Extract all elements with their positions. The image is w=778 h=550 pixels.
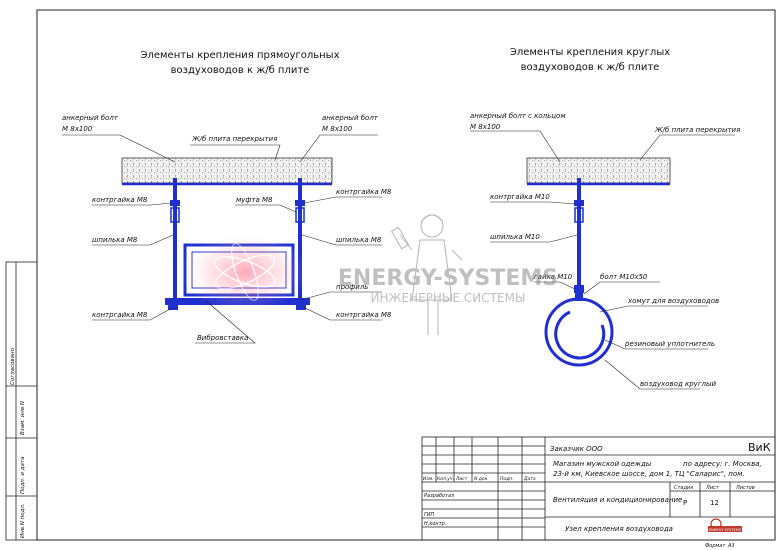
- watermark: ENERGY-SYSTEMS ИНЖЕНЕРНЫЕ СИСТЕМЫ: [180, 214, 558, 335]
- left-slab-label: Ж/б плита перекрытия: [191, 135, 277, 143]
- tb-object-1: Магазин мужской одежды: [553, 460, 652, 468]
- seal-label: резиновый уплотнитель: [624, 340, 715, 348]
- left-nut-3: [168, 305, 178, 310]
- left-anchor-label-2: анкерный болт: [322, 114, 379, 122]
- logo-text: ENERGY SYSTEMS: [709, 528, 742, 532]
- left-nut-label-4: контргайка М8: [336, 311, 392, 319]
- right-nut-1: [574, 200, 584, 206]
- coupling-label: муфта М8: [236, 196, 273, 204]
- tb-object-2: 23-й км, Киевское шоссе, дом 1, ТЦ "Сала…: [553, 470, 745, 478]
- clamp-label: хомут для воздуховодов: [627, 297, 719, 305]
- right-nut-label: контргайка М10: [490, 193, 550, 201]
- right-title-2: воздуховодов к ж/б плите: [521, 62, 660, 73]
- stamp-inv-orig: Инв.N подл.: [20, 503, 26, 538]
- left-rod-2: [298, 178, 302, 308]
- left-anchor-size-1: М 8х100: [62, 125, 93, 133]
- stamp-inv-no: Взам. инв.N: [20, 401, 26, 435]
- left-rod-1: [173, 178, 177, 308]
- tb-gip: ГИП: [424, 512, 435, 518]
- tb-developed: Разработал: [424, 493, 455, 499]
- format-label: Формат: [705, 543, 726, 549]
- watermark-line1: ENERGY-SYSTEMS: [338, 266, 558, 291]
- tb-drawing-title: Узел крепления воздуховода: [565, 525, 673, 533]
- atom-logo-icon: [214, 242, 276, 302]
- tb-col-kol: Кол.уч.: [437, 476, 454, 482]
- left-title-1: Элементы крепления прямоугольных: [140, 50, 339, 61]
- left-anchor-label-1: анкерный болт: [62, 114, 119, 122]
- profile-label: профиль: [336, 283, 368, 291]
- tb-sheet: 12: [710, 499, 719, 507]
- left-coupling-2: [295, 207, 305, 223]
- right-coupling: [574, 207, 584, 223]
- bolt-label: болт М10х50: [600, 273, 648, 281]
- right-title-1: Элементы крепления круглых: [510, 47, 670, 58]
- right-slab-label: Ж/б плита перекрытия: [654, 126, 740, 134]
- tb-col-doc: N док.: [474, 476, 489, 482]
- left-title-2: воздуховодов к ж/б плите: [171, 65, 310, 76]
- duct-label: воздуховод круглый: [640, 380, 717, 388]
- company-logo: ENERGY SYSTEMS: [708, 518, 742, 532]
- tb-stage: Р: [683, 499, 687, 507]
- right-anchor-label: анкерный болт с кольцом: [470, 112, 566, 120]
- left-coupling-1: [170, 207, 180, 223]
- tb-col-izm: Изм.: [423, 476, 434, 482]
- right-lower-nut-label: гайка М10: [534, 273, 573, 281]
- tb-code: ВиК: [748, 441, 771, 454]
- title-block: [421, 436, 776, 541]
- left-nut-1: [170, 200, 180, 206]
- watermark-line2: ИНЖЕНЕРНЫЕ СИСТЕМЫ: [371, 291, 526, 305]
- left-nut-2: [295, 200, 305, 206]
- watermark-glow: [180, 232, 310, 312]
- right-anchor-size: М 8х100: [470, 123, 501, 131]
- left-nut-4: [296, 305, 306, 310]
- tb-customer: Заказчик ООО: [550, 445, 603, 453]
- tb-section: Вентиляция и кондиционирование: [553, 496, 682, 504]
- tb-col-list: Лист: [455, 476, 468, 482]
- stamp-sign-date: Подп. и дата: [20, 456, 26, 494]
- worker-figure-icon: [390, 214, 463, 335]
- vibro-label: Вибровставка: [197, 334, 248, 342]
- right-stud-label: шпилька М10: [490, 233, 540, 241]
- logo-bar: [708, 526, 742, 532]
- tb-col-date: Дата: [523, 476, 536, 482]
- tb-stage-header: Стадия: [674, 485, 693, 491]
- right-nut-2: [574, 285, 584, 293]
- format-value: А3: [727, 543, 735, 549]
- tb-sheets-header: Листов: [735, 485, 755, 491]
- stamp-agreed: Согласовано: [10, 347, 16, 385]
- left-nut-label-1: контргайка М8: [92, 196, 148, 204]
- tb-sheet-header: Лист: [705, 485, 720, 491]
- right-rod: [577, 178, 581, 293]
- tb-col-sign: Подп.: [500, 476, 514, 482]
- tb-object-1-right: по адресу: г. Москва,: [683, 460, 762, 468]
- round-duct-seal: [554, 310, 606, 360]
- left-nut-label-3: контргайка М8: [92, 311, 148, 319]
- left-anchor-size-2: М 8х100: [322, 125, 353, 133]
- right-slab: [526, 157, 671, 184]
- left-stud-label-2: шпилька М8: [336, 236, 382, 244]
- left-nut-label-2: контргайка М8: [336, 188, 392, 196]
- left-stud-label-1: шпилька М8: [92, 236, 138, 244]
- tb-normcontrol: Н.контр.: [424, 521, 446, 527]
- clamp-ear: [575, 293, 583, 301]
- side-stamp: [5, 261, 38, 541]
